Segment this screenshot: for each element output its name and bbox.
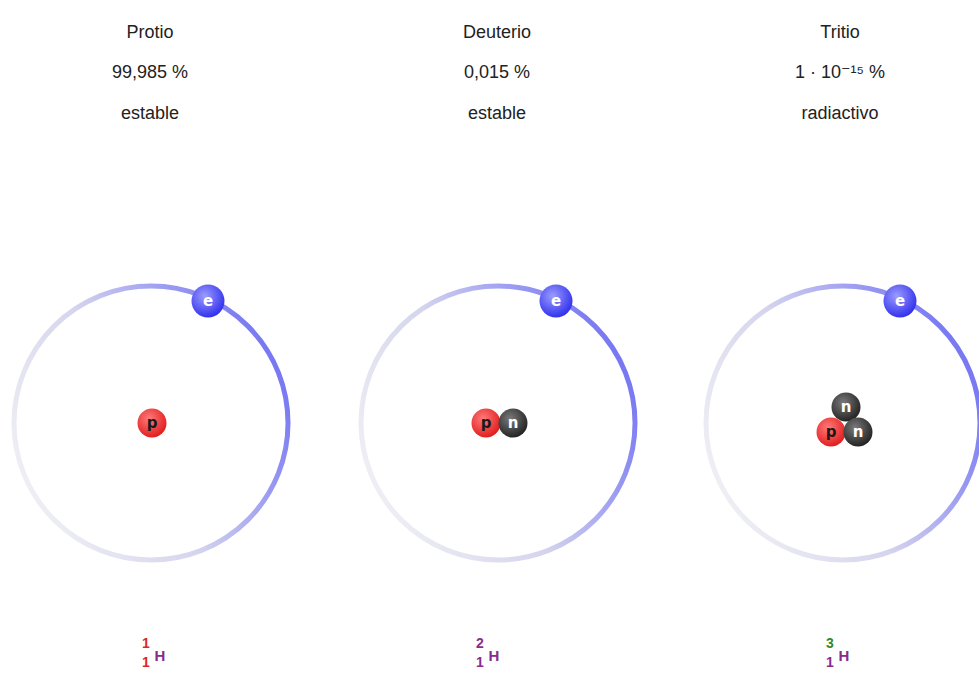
proton-particle: p: [137, 408, 167, 438]
stability: estable: [468, 103, 526, 124]
particle-circle: [138, 409, 167, 438]
proton-particle: p: [471, 408, 501, 438]
particle-circle: [540, 285, 573, 318]
particle-circle: [472, 409, 501, 438]
element-symbol: H: [489, 647, 500, 664]
particle-symbol: p: [826, 425, 837, 440]
mass-number: 2: [476, 635, 484, 651]
orbit: [14, 286, 288, 560]
particle-symbol: p: [481, 416, 492, 431]
particle-circle: [844, 418, 873, 447]
abundance: 1 · 10⁻¹⁵ %: [795, 62, 885, 83]
particle-symbol: n: [508, 416, 519, 431]
electron-particle: e: [883, 284, 917, 318]
mass-number: 1: [142, 635, 150, 651]
isotope-name: Protio: [126, 22, 173, 43]
abundance: 0,015 %: [464, 62, 530, 83]
atomic-number: 1: [826, 654, 834, 670]
particle-circle: [499, 409, 528, 438]
electron-particle: e: [191, 284, 225, 318]
atomic-number: 1: [142, 654, 150, 670]
isotope-name: Tritio: [820, 22, 859, 43]
particle-symbol: n: [841, 400, 852, 415]
stability: radiactivo: [801, 103, 878, 124]
particle-circle: [817, 418, 846, 447]
electron-particle: e: [539, 284, 573, 318]
orbit: [706, 286, 979, 560]
particle-symbol: e: [895, 294, 905, 309]
neutron-particle: n: [831, 392, 861, 422]
proton-particle: p: [816, 417, 846, 447]
mass-number: 3: [826, 635, 834, 651]
particle-symbol: n: [853, 425, 864, 440]
neutron-particle: n: [498, 408, 528, 438]
particle-symbol: e: [203, 294, 213, 309]
particle-symbol: p: [147, 416, 158, 431]
atomic-number: 1: [476, 654, 484, 670]
abundance: 99,985 %: [112, 62, 188, 83]
particle-circle: [192, 285, 225, 318]
neutron-particle: n: [843, 417, 873, 447]
element-symbol: H: [839, 647, 850, 664]
stability: estable: [121, 103, 179, 124]
particle-symbol: e: [551, 294, 561, 309]
particle-circle: [832, 393, 861, 422]
particle-circle: [884, 285, 917, 318]
element-symbol: H: [155, 647, 166, 664]
isotope-name: Deuterio: [463, 22, 531, 43]
orbit: [361, 286, 635, 560]
